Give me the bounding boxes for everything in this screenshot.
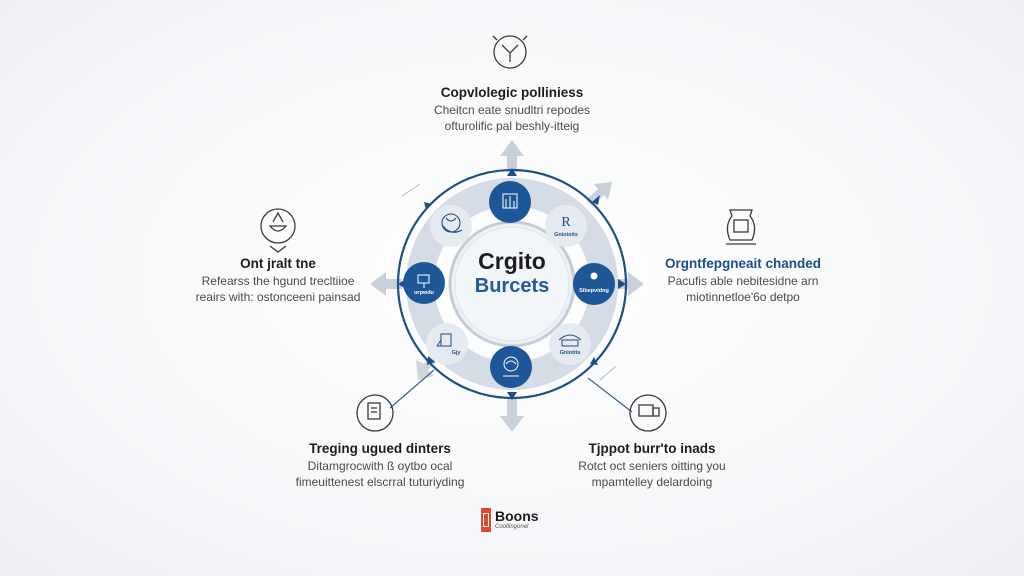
node-bottom-right-label: Gniotits (559, 350, 581, 356)
callout-left: Ont jralt tne Refearss the hgund treclti… (178, 255, 378, 305)
callout-bottom-right: Tjppot burr'to inads Rotct oct seniers o… (552, 440, 752, 490)
node-bottom (490, 346, 532, 388)
center-title-line2: Burcets (474, 275, 550, 297)
y-branch-icon (492, 35, 528, 69)
bowl-pin-icon (260, 208, 296, 253)
node-bottom-right (549, 323, 591, 365)
connector-lines (389, 369, 633, 413)
globe-hand-icon (441, 213, 463, 233)
chart-icon (502, 193, 518, 209)
callout-right-desc-2: miotinnetloe'6o detpo (686, 290, 800, 304)
brand-name: Boons (495, 508, 539, 524)
node-top-right-label: Gnioioits (554, 232, 578, 238)
arrow-left-icon (370, 272, 402, 296)
brand-tagline: Cootlingonel (495, 524, 529, 530)
tick-marks (401, 183, 617, 381)
arrow-up-icon (500, 140, 524, 172)
callout-bottom-left: Treging ugued dinters Ditamgrocwith ß oy… (270, 440, 490, 490)
callout-bottom-left-desc-1: Ditamgrocwith ß oytbo ocal (307, 459, 453, 473)
callout-left-title: Ont jralt tne (240, 256, 316, 271)
callout-bottom-right-desc-1: Rotct oct seniers oitting you (578, 459, 726, 473)
callout-top: Copvlolegic polliniess Cheitcn eate snud… (400, 84, 624, 134)
callout-bottom-right-title: Tjppot burr'to inads (588, 441, 716, 456)
node-bottom-left (426, 323, 468, 365)
arrow-up-right-icon (586, 182, 612, 206)
node-bottom-left-label: Gjy (451, 350, 461, 356)
callout-bottom-left-title: Treging ugued dinters (309, 441, 451, 456)
callout-bottom-right-desc-2: mpamtelley delardoing (591, 475, 713, 489)
node-right-label: Sibepvidng (579, 288, 609, 294)
callout-bottom-left-desc-2: fimeuittenest elscrral tuturiyding (295, 475, 465, 489)
monitor-icon (417, 274, 430, 288)
callout-left-desc-2: reairs with: ostonceeni painsad (195, 290, 361, 304)
node-left-label: urpwdu (414, 290, 434, 296)
center-title-line1: Crgito (478, 248, 546, 274)
document-icon (356, 394, 394, 432)
node-top-right (545, 205, 587, 247)
arrow-down-icon (500, 398, 524, 432)
callout-top-desc-1: Cheitcn eate snudltri repodes (433, 103, 591, 117)
callout-right-desc-1: Pacufis able nebitesidne arn (667, 274, 819, 288)
arrow-right-icon (612, 272, 644, 296)
node-top-left (430, 205, 472, 247)
ring-nodes: R (403, 181, 615, 388)
brain-icon (503, 356, 519, 377)
tools-icon (436, 333, 452, 347)
callout-top-desc-2: ofturolific pal beshly-itteig (444, 119, 580, 133)
building-icon (558, 334, 582, 347)
rs-glyph-icon: R (561, 215, 571, 230)
callout-right: Orgntfepgneait chanded Pacufis able nebi… (648, 255, 838, 305)
callout-left-desc-1: Refearss the hgund trecltiioe (201, 274, 355, 288)
callout-right-title: Orgntfepgneait chanded (664, 256, 821, 271)
person-desk-icon (590, 272, 598, 280)
callout-top-title: Copvlolegic polliniess (440, 85, 584, 100)
brand-mark: Boons Cootlingonel (481, 508, 539, 532)
brand-logo-icon (481, 508, 491, 532)
truck-box-icon (629, 394, 667, 432)
center-label: Crgito Burcets (452, 248, 572, 298)
jar-icon (726, 209, 756, 245)
node-right (573, 263, 615, 305)
callout-icons (260, 35, 756, 432)
